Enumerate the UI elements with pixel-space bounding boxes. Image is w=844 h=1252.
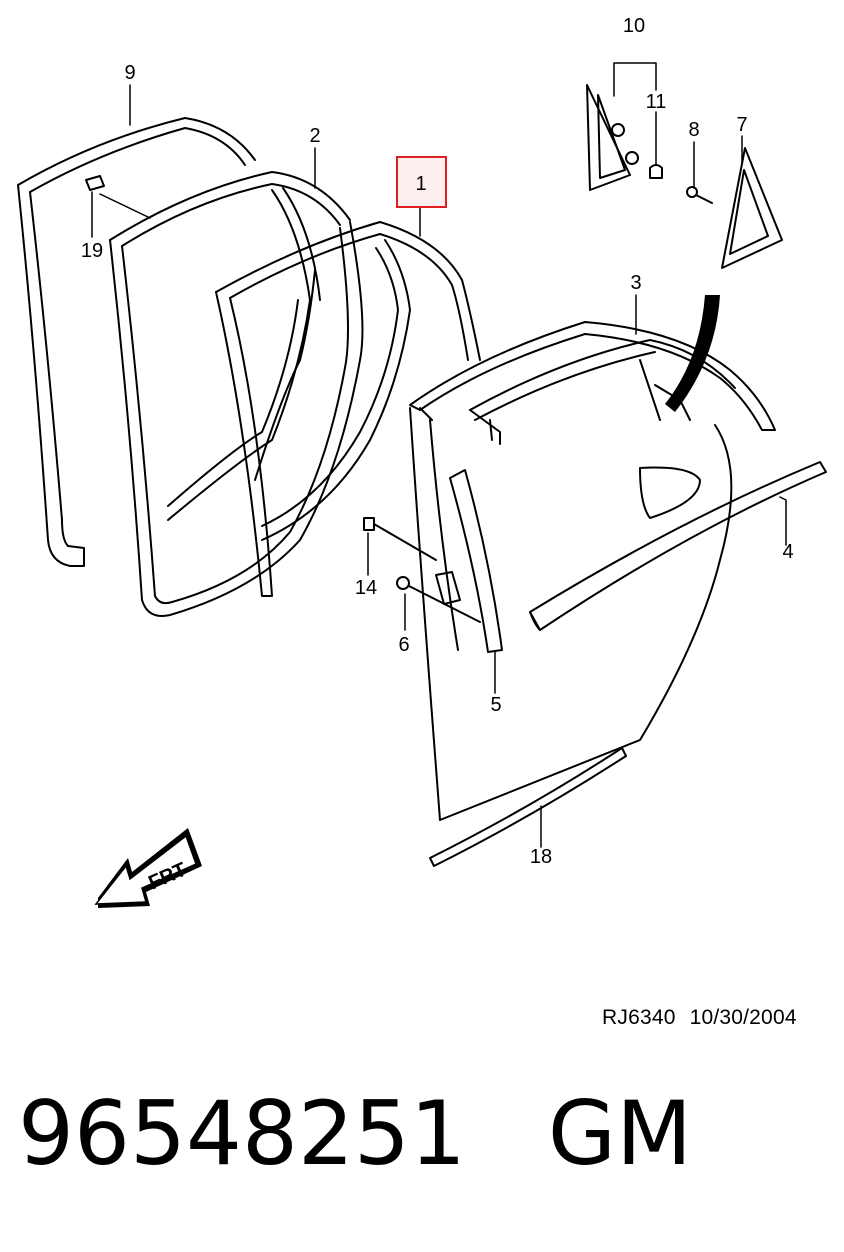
callout-10: 10 xyxy=(623,15,645,37)
callout-3: 3 xyxy=(630,272,641,294)
callout-19: 19 xyxy=(81,240,103,262)
triangle-garnish-part-7 xyxy=(721,147,783,269)
corner-trim-part-10 xyxy=(586,84,663,191)
diagram-reference: RJ6340 10/30/2004 xyxy=(602,1006,797,1030)
brand-name: GM xyxy=(547,1082,693,1185)
screw-part-6 xyxy=(396,576,481,623)
lower-moulding-part-18 xyxy=(429,747,627,867)
highlight-box xyxy=(396,156,447,208)
callout-4: 4 xyxy=(782,541,793,563)
callout-1: 1 xyxy=(415,173,426,195)
seal-part-2 xyxy=(109,171,364,617)
callout-6: 6 xyxy=(398,634,409,656)
screw-part-8 xyxy=(686,186,713,204)
screw-part-14 xyxy=(363,517,437,561)
exploded-parts-diagram: FRT 1 2 3 4 5 6 7 8 9 10 11 14 18 19 xyxy=(17,15,827,908)
callout-18: 18 xyxy=(530,846,552,868)
reference-code: RJ6340 xyxy=(602,1006,676,1029)
front-direction-arrow: FRT xyxy=(94,828,202,908)
part-number: 96548251 xyxy=(18,1082,466,1185)
rear-door-shell xyxy=(409,359,733,821)
callout-5: 5 xyxy=(490,694,501,716)
belt-moulding-part-4 xyxy=(529,461,827,631)
reference-date: 10/30/2004 xyxy=(689,1006,797,1029)
seal-part-1 xyxy=(215,221,481,597)
callout-8: 8 xyxy=(688,119,699,141)
callout-14: 14 xyxy=(355,577,377,599)
pillar-garnish-part-5 xyxy=(435,469,503,653)
seal-part-9 xyxy=(17,117,256,567)
moulding-part-3 xyxy=(409,321,776,445)
pointer-arrow xyxy=(665,295,720,412)
callout-9: 9 xyxy=(124,62,135,84)
clip-part-19 xyxy=(85,175,105,191)
callout-2: 2 xyxy=(309,125,320,147)
leader-lines xyxy=(91,62,787,848)
callout-7: 7 xyxy=(736,114,747,136)
callout-11: 11 xyxy=(646,91,667,113)
